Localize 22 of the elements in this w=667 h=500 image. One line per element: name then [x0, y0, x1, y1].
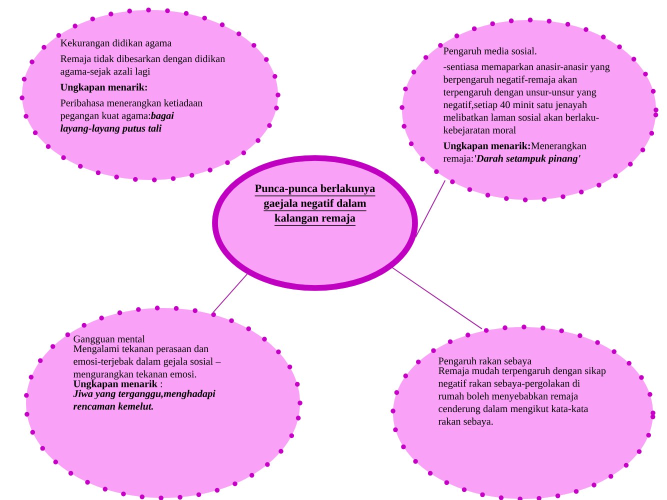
connector-line — [392, 267, 482, 330]
dotted-ellipse — [24, 306, 302, 500]
body-text: Peribahasa menerangkan ketiadaan pegangan kuat agama:bagai layang-layang putus tali — [60, 99, 202, 134]
dotted-ellipse — [390, 324, 656, 500]
body-text: -sentiasa memaparkan anasir-anasir yang berpengaruh negatif-remaja akan terpengaruh dengan unsur-unsur yang negatif,setiap 40 minit satu jenayah melibatkan laman sosial akan berlaku- kebejaratan moral — [443, 63, 610, 136]
body-text: Mengalami tekanan perasaan dan emosi-terjebak dalam gejala sosial – mengurangkan tekanan emosi. — [73, 345, 221, 380]
subheading-text: Ungkapan menarik: — [60, 83, 147, 93]
dotted-ellipse — [20, 8, 280, 182]
body-text: Remaja mudah terpengaruh dengan sikap negatif rakan sebaya-pergolakan di rumah boleh menyebabkan remaja cenderung dalam mengikut kata-kata rakan sebaya. — [438, 367, 606, 427]
subheading-text: Ungkapan menarik : — [74, 380, 162, 390]
connector-line — [415, 180, 446, 238]
body-text: Ungkapan menarik:Menerangkan remaja:'Darah setampuk pinang' — [443, 142, 586, 164]
ellipse — [212, 155, 418, 291]
heading-text: Kekurangan didikan agama — [60, 39, 172, 48]
body-text: Remaja tidak dibesarkan dengan didikan agama-sejak azali lagi — [60, 55, 226, 77]
heading-text: Pengaruh media sosial. — [444, 47, 536, 56]
dotted-ellipse — [400, 18, 658, 202]
body-text: Jiwa yang terganggu,menghadapi rencaman kemelut. — [73, 390, 216, 410]
heading-text: Gangguan mental — [74, 335, 145, 344]
heading-text: Pengaruh rakan sebaya — [438, 357, 532, 366]
connector-line — [212, 274, 248, 313]
title-text: Punca-punca berlakunya gaejala negatif dalam kalangan remaja — [254, 184, 376, 226]
